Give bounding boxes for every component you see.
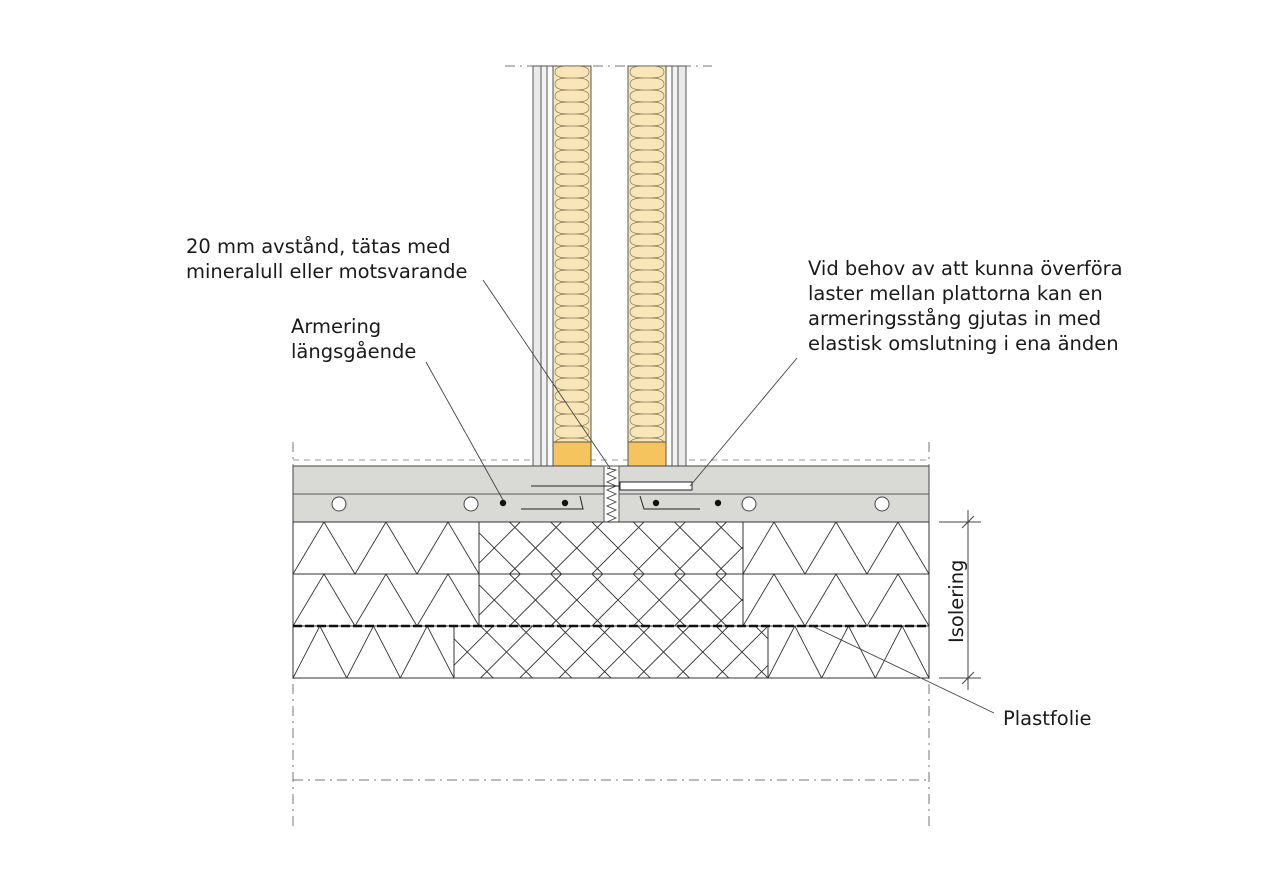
wool-pattern-left [554,66,590,442]
mineral-wool-right [627,65,667,443]
dowel-note-line1: Vid behov av att kunna överföra [808,257,1123,280]
slab-right [618,465,930,523]
stud-right [627,441,667,467]
wall-right [627,65,687,467]
stud-left [552,441,592,467]
slab-left [292,465,605,523]
rebar-dots [499,499,722,507]
wool-pattern-right [629,66,665,442]
wall-left [532,65,592,467]
leader-lines [425,279,995,714]
armering-label-line2: längsgående [291,340,416,363]
boundary-lines [292,65,930,826]
rebar-hooks [521,495,700,510]
dowel-note-line4: elastisk omslutning i ena änden [808,332,1119,355]
mineral-wool-left [552,65,592,443]
gap-note-line2: mineralull eller motsvarande [186,260,468,283]
dowel-bar [531,481,693,491]
armering-label-line1: Armering [291,315,381,338]
insulation-dimension [939,510,981,690]
dowel-note-line2: laster mellan plattorna kan en [808,282,1103,305]
dowel-note-line3: armeringsstång gjutas in med [808,307,1101,330]
insulation-layers [292,521,930,679]
plastfolie-label: Plastfolie [1003,707,1092,730]
gap-note-line1: 20 mm avstånd, tätas med [186,235,451,258]
slab-holes [331,496,890,512]
isolering-label: Isolering [945,560,968,643]
joint-filler [603,465,620,523]
